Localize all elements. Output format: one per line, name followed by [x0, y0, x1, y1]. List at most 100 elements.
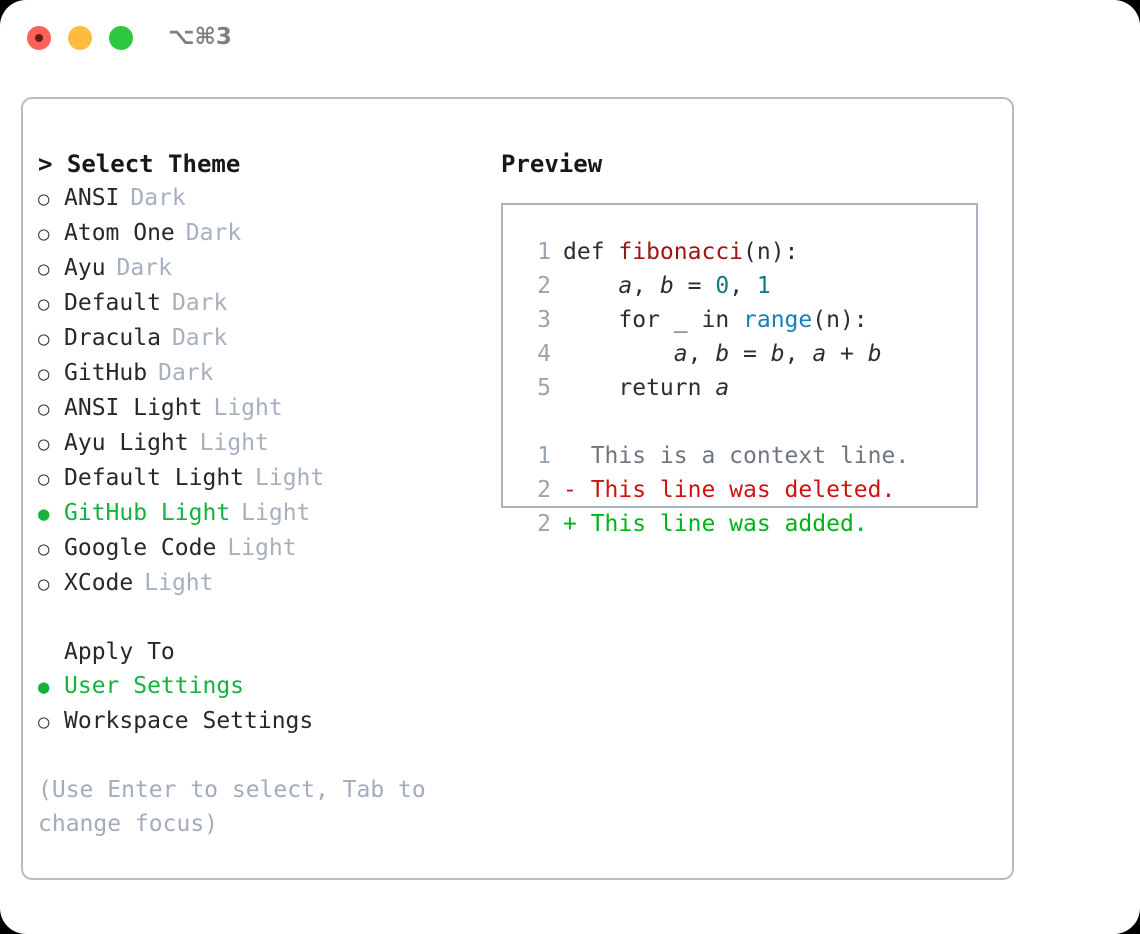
diff-line: 1 This is a context line. — [521, 439, 976, 473]
radio-selected-icon[interactable]: ● — [38, 676, 50, 698]
code-token-plain: (n): — [743, 239, 799, 265]
radio-unselected-icon[interactable]: ○ — [38, 258, 50, 280]
code-line: 3 for _ in range(n): — [521, 303, 976, 337]
radio-unselected-icon[interactable]: ○ — [38, 711, 50, 733]
diff-line-text-context: This is a context line. — [563, 443, 910, 469]
radio-unselected-icon[interactable]: ○ — [38, 573, 50, 595]
code-token-var: a — [715, 375, 730, 401]
radio-unselected-icon[interactable]: ○ — [38, 538, 50, 560]
apply-to-header: Apply To — [64, 639, 175, 665]
title-bar: ⌥⌘3 — [0, 0, 1140, 78]
radio-unselected-icon[interactable]: ○ — [38, 398, 50, 420]
radio-unselected-icon[interactable]: ○ — [38, 363, 50, 385]
diff-line-number: 1 — [537, 443, 551, 469]
radio-unselected-icon[interactable]: ○ — [38, 223, 50, 245]
code-token-plain: , — [632, 273, 660, 299]
theme-option-label: GitHub — [64, 360, 148, 386]
code-line-text: a, b = 0, 1 — [551, 269, 770, 303]
code-token-plain — [563, 273, 618, 299]
code-token-plain: def — [563, 239, 619, 265]
theme-option-row[interactable]: ○ Ayu Dark — [38, 251, 488, 286]
theme-variant-tag: Dark — [158, 360, 214, 386]
theme-option-label: Google Code — [64, 535, 217, 561]
theme-option-label: Atom One — [64, 220, 175, 246]
code-line-text: return a — [551, 371, 729, 405]
minimize-button-icon[interactable] — [68, 26, 92, 50]
theme-option-row[interactable]: ○ Atom One Dark — [38, 216, 488, 251]
theme-variant-tag: Dark — [130, 185, 186, 211]
theme-variant-tag: Dark — [171, 325, 228, 351]
apply-to-option-label: User Settings — [64, 673, 245, 699]
code-token-plain: , — [687, 341, 716, 367]
code-token-var: b — [715, 341, 730, 367]
diff-line-text-added: + This line was added. — [563, 511, 868, 537]
code-token-plain: = — [673, 273, 716, 299]
code-line: 2 a, b = 0, 1 — [521, 269, 976, 303]
theme-variant-tag: Light — [255, 465, 325, 491]
code-line: 4 a, b = b, a + b — [521, 337, 976, 371]
code-token-plain: return — [563, 375, 716, 401]
code-token-plain: for _ in — [563, 307, 744, 333]
apply-to-option-label: Workspace Settings — [64, 708, 314, 734]
diff-line-number: 2 — [537, 511, 551, 537]
diff-line-number: 2 — [537, 477, 551, 503]
theme-variant-tag: Light — [241, 500, 311, 526]
code-token-plain: + — [826, 341, 868, 367]
theme-option-label: XCode — [64, 570, 134, 596]
theme-option-row[interactable]: ○ GitHub Dark — [38, 356, 488, 391]
radio-unselected-icon[interactable]: ○ — [38, 433, 50, 455]
diff-line: 2 + This line was added. — [521, 507, 976, 541]
code-token-plain: = — [729, 341, 771, 367]
apply-to-option-list: ● User Settings ○ Workspace Settings — [38, 669, 488, 739]
maximize-button-icon[interactable] — [109, 26, 133, 50]
theme-variant-tag: Light — [213, 395, 283, 421]
code-diff-separator — [521, 405, 976, 439]
code-token-var: a — [812, 341, 827, 367]
code-token-plain — [563, 341, 674, 367]
apply-to-option-row[interactable]: ○ Workspace Settings — [38, 704, 488, 739]
theme-option-row[interactable]: ● GitHub Light Light — [38, 496, 488, 531]
theme-option-label: GitHub Light — [64, 500, 231, 526]
theme-option-label: Ayu Light — [64, 430, 189, 456]
radio-unselected-icon[interactable]: ○ — [38, 188, 50, 210]
theme-option-row[interactable]: ○ Google Code Light — [38, 531, 488, 566]
code-token-fn: fibonacci — [618, 239, 744, 265]
radio-unselected-icon[interactable]: ○ — [38, 328, 50, 350]
code-token-plain: (n): — [812, 307, 868, 333]
theme-variant-tag: Dark — [116, 255, 172, 281]
radio-unselected-icon[interactable]: ○ — [38, 293, 50, 315]
select-theme-header: > Select Theme — [38, 150, 241, 178]
theme-option-label: ANSI Light — [64, 395, 203, 421]
diff-sample: 1 This is a context line. 2 - This line wa… — [521, 439, 976, 541]
theme-option-row[interactable]: ○ ANSI Light Light — [38, 391, 488, 426]
diff-line-text-deleted: - This line was deleted. — [563, 477, 896, 503]
radio-unselected-icon[interactable]: ○ — [38, 468, 50, 490]
code-line: 1 def fibonacci(n): — [521, 235, 976, 269]
theme-variant-tag: Light — [227, 535, 297, 561]
code-line-number: 1 — [537, 239, 551, 265]
code-line-number: 2 — [537, 273, 551, 299]
diff-line: 2 - This line was deleted. — [521, 473, 976, 507]
code-line-text: a, b = b, a + b — [551, 337, 882, 371]
theme-variant-tag: Light — [199, 430, 269, 456]
radio-selected-icon[interactable]: ● — [38, 503, 50, 525]
apply-to-option-row[interactable]: ● User Settings — [38, 669, 488, 704]
close-button-icon[interactable] — [27, 26, 51, 50]
theme-variant-tag: Dark — [185, 220, 242, 246]
keyboard-shortcut-label: ⌥⌘3 — [168, 24, 232, 50]
code-token-var: b — [770, 341, 785, 367]
theme-option-row[interactable]: ○ Ayu Light Light — [38, 426, 488, 461]
preview-title: Preview — [501, 150, 603, 178]
theme-option-label: Ayu — [64, 255, 106, 281]
